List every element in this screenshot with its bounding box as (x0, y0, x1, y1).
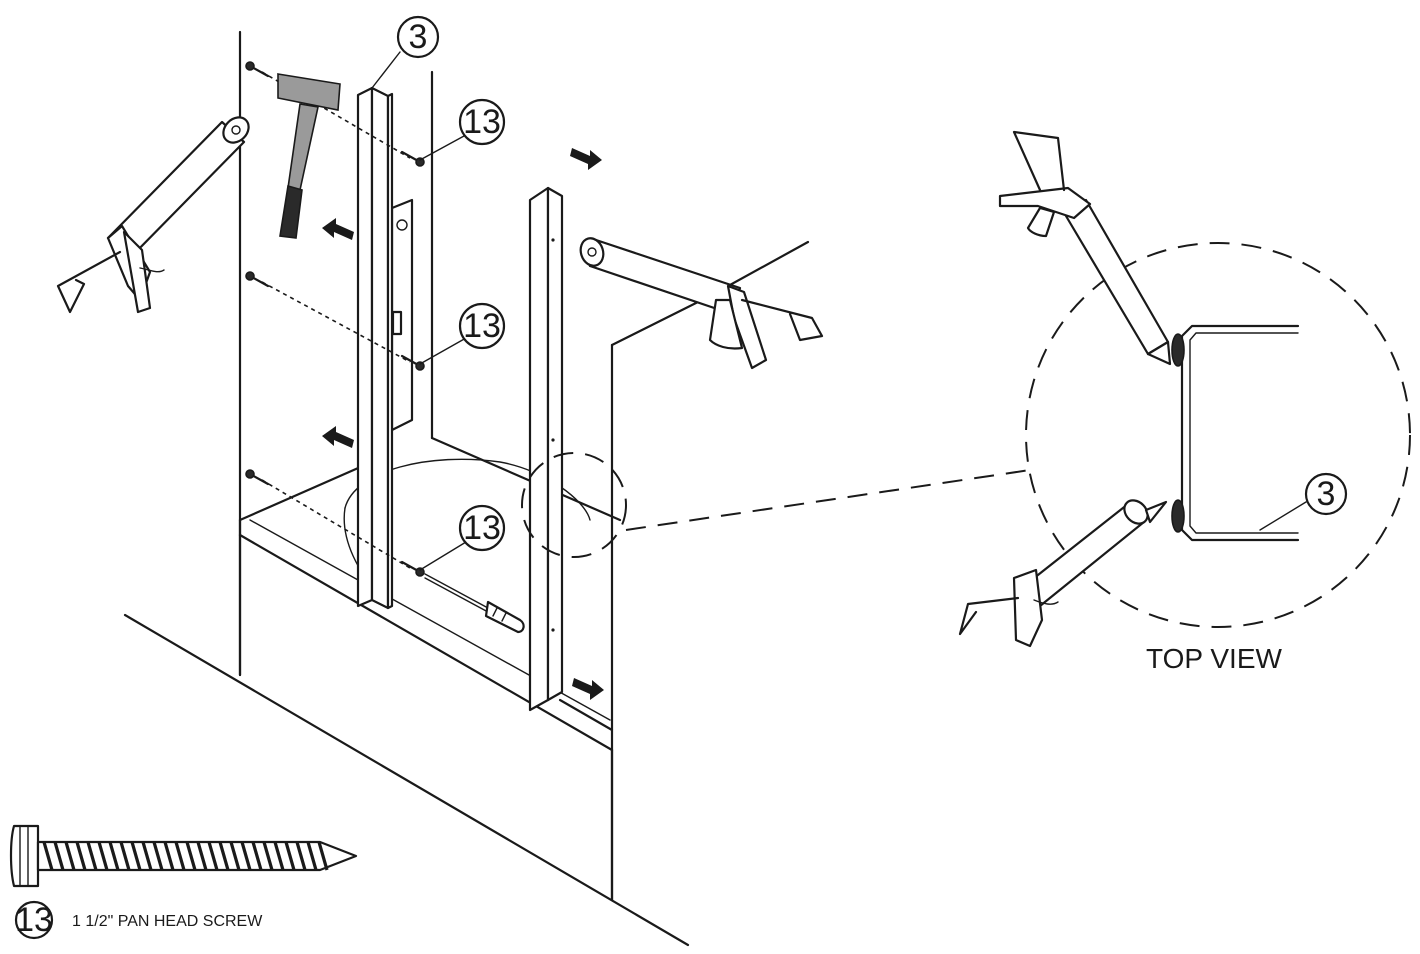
legend-number-circle (14, 900, 54, 940)
screw-thread (251, 841, 263, 871)
arrow-icon (570, 148, 602, 170)
arrow-icon (322, 218, 354, 240)
callout-bracket (396, 15, 440, 59)
top-view-label: TOP VIEW (1146, 643, 1282, 674)
caulking-gun-icon (56, 116, 250, 314)
legend: 13 1 1/2" PAN HEAD SCREW (9, 824, 358, 940)
screw-thread (42, 841, 54, 871)
callouts: 3 13 13 13 3 (371, 15, 1348, 571)
callout-screw-1-number: 13 (463, 103, 501, 141)
callout-screw-3 (458, 504, 506, 552)
screw-thread (306, 841, 318, 871)
screw-thread (141, 841, 153, 871)
hammer-icon (277, 73, 341, 239)
screw-thread (317, 841, 329, 871)
caulking-gun-icon (998, 130, 1172, 366)
wall-jamb-right (528, 186, 564, 712)
room-structure (123, 30, 810, 947)
screw-thread (207, 841, 219, 871)
screw-thread (152, 841, 164, 871)
screw-thread (218, 841, 230, 871)
screws (245, 61, 425, 577)
callout-top-view-bracket (1304, 472, 1348, 516)
caulking-gun-icon (579, 237, 824, 370)
screw-thread (108, 841, 120, 871)
screw-icon (245, 61, 270, 78)
arrow-icon (572, 678, 604, 700)
screw-thread (97, 841, 109, 871)
detail-leader (521, 452, 1031, 558)
screw-thread (130, 841, 142, 871)
callout-bracket-number: 3 (409, 18, 428, 56)
screw-icon (400, 560, 425, 577)
screwdriver-icon (424, 573, 525, 634)
screw-thread (86, 841, 98, 871)
screw-thread (273, 841, 285, 871)
screw-thread (64, 841, 76, 871)
screw-thread (229, 841, 241, 871)
screw-thread (185, 841, 197, 871)
screw-thread (196, 841, 208, 871)
caulking-gun-icon (958, 499, 1168, 648)
screw-thread (53, 841, 65, 871)
screw-icon (400, 354, 425, 371)
screw-thread (163, 841, 175, 871)
screw-thread (295, 841, 307, 871)
screw-icon (245, 271, 270, 288)
screw-icon (400, 150, 425, 167)
callout-screw-3-number: 13 (463, 509, 501, 547)
screw-thread (284, 841, 296, 871)
legend-description: 1 1/2" PAN HEAD SCREW (72, 913, 263, 930)
screw-icon (9, 824, 358, 888)
legend-number: 13 (15, 901, 53, 939)
screw-icon (245, 469, 270, 486)
top-view-detail (958, 130, 1411, 648)
screw-thread (174, 841, 186, 871)
screw-thread (119, 841, 131, 871)
callout-screw-2 (458, 302, 506, 350)
screw-thread (262, 841, 274, 871)
screw-thread (75, 841, 87, 871)
arrows (322, 148, 604, 700)
callout-screw-2-number: 13 (463, 307, 501, 345)
callout-screw-1 (458, 98, 506, 146)
screw-thread (240, 841, 252, 871)
callout-top-view-bracket-number: 3 (1317, 475, 1336, 513)
arrow-icon (322, 426, 354, 448)
wall-jamb-left (356, 86, 394, 610)
